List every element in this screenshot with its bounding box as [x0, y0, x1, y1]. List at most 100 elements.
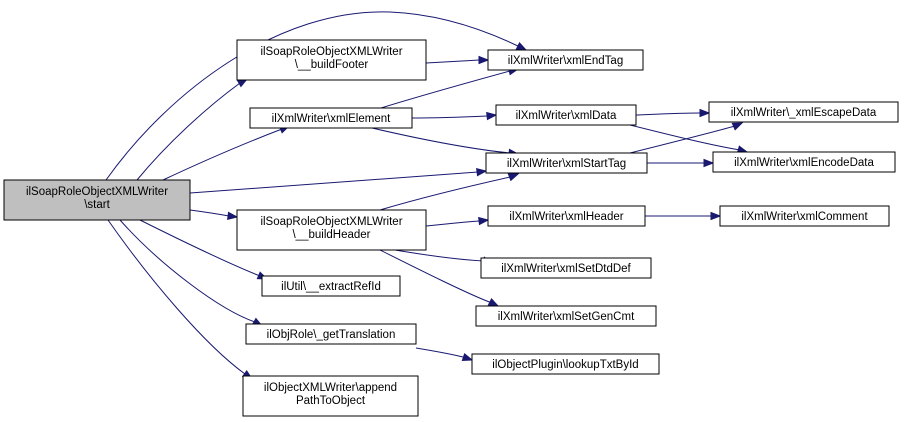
edge-arrowhead: [486, 111, 498, 121]
node-label: ilSoapRoleObjectXMLWriter: [260, 216, 402, 228]
node-xmlElement[interactable]: ilXmlWriter\xmlElement: [249, 107, 413, 129]
node-xmlComment[interactable]: ilXmlWriter\xmlComment: [719, 205, 890, 227]
edge-arrowhead: [507, 173, 520, 182]
node-start[interactable]: ilSoapRoleObjectXMLWriter\start: [3, 179, 191, 221]
edge-buildHeader-to-xmlHeader: [425, 216, 490, 227]
edge-buildHeader-to-xmlSetDtdDef: [394, 249, 494, 265]
node-label: \start: [84, 199, 110, 211]
node-label: ilXmlWriter\xmlEndTag: [508, 55, 623, 67]
node-label: ilObjectPlugin\lookupTxtById: [492, 359, 638, 371]
node-xmlHeader[interactable]: ilXmlWriter\xmlHeader: [487, 205, 646, 227]
nodes-layer: ilSoapRoleObjectXMLWriter\startilSoapRol…: [3, 39, 899, 417]
node-label: ilSoapRoleObjectXMLWriter: [260, 46, 402, 58]
node-getTranslation[interactable]: ilObjRole\_getTranslation: [245, 323, 417, 345]
edge-line: [162, 128, 283, 181]
edge-xmlStartTag-to-encodeData: [647, 158, 715, 168]
node-label: PathToObject: [296, 395, 366, 407]
node-label: ilObjectXMLWriter\append: [264, 382, 397, 394]
edge-line: [635, 112, 701, 116]
node-box: [475, 305, 657, 327]
edge-xmlStartTag-to-escapeData: [629, 122, 744, 154]
node-box: [719, 205, 890, 227]
node-escapeData[interactable]: ilXmlWriter\_xmlEscapeData: [708, 101, 899, 123]
edge-buildHeader-to-xmlStartTag: [379, 173, 520, 211]
node-box: [487, 49, 644, 71]
node-label: ilXmlWriter\xmlSetDtdDef: [501, 263, 631, 275]
node-box: [3, 179, 191, 221]
node-box: [708, 101, 899, 123]
node-label: ilXmlWriter\xmlStartTag: [507, 158, 626, 170]
node-xmlData[interactable]: ilXmlWriter\xmlData: [495, 104, 637, 126]
node-box: [236, 209, 427, 251]
node-box: [480, 257, 652, 279]
edge-line: [136, 82, 241, 181]
node-label: ilSoapRoleObjectXMLWriter: [26, 186, 168, 198]
edge-line: [629, 124, 741, 151]
edge-line: [379, 249, 493, 304]
edge-xmlElement-to-xmlStartTag: [371, 127, 520, 158]
edge-arrowhead: [710, 211, 722, 221]
edge-line: [379, 176, 511, 211]
edge-line: [425, 220, 480, 227]
edge-line: [394, 249, 486, 262]
edge-start-to-xmlStartTag: [189, 167, 488, 194]
edges-layer: [105, 11, 749, 380]
edge-start-to-xmlEndTag: [105, 11, 528, 181]
node-lookupTxtById[interactable]: ilObjectPlugin\lookupTxtById: [471, 353, 660, 375]
node-buildFooter[interactable]: ilSoapRoleObjectXMLWriter\__buildFooter: [236, 39, 427, 81]
node-extractRefId[interactable]: ilUtil\__extractRefId: [261, 275, 401, 297]
node-label: ilObjRole\_getTranslation: [267, 329, 396, 341]
node-box: [236, 39, 427, 81]
edge-xmlElement-to-xmlData: [411, 111, 498, 121]
edge-line: [139, 219, 261, 277]
node-label: ilXmlWriter\xmlData: [516, 110, 617, 122]
edge-arrowhead: [461, 352, 474, 362]
edge-line: [425, 59, 480, 64]
node-label: ilUtil\__extractRefId: [281, 281, 381, 293]
edge-line: [380, 70, 511, 109]
node-box: [471, 353, 660, 375]
edge-getTranslation-to-lookupTxtById: [415, 347, 474, 362]
edge-line: [629, 125, 736, 154]
edge-arrowhead: [487, 297, 500, 307]
edge-line: [189, 209, 230, 217]
node-xmlEndTag[interactable]: ilXmlWriter\xmlEndTag: [487, 49, 644, 71]
edge-buildHeader-to-xmlSetGenCmt: [379, 249, 500, 307]
node-label: \__buildFooter: [295, 59, 369, 71]
edge-start-to-buildFooter: [136, 78, 249, 181]
node-label: ilXmlWriter\xmlElement: [272, 113, 391, 125]
node-box: [249, 107, 413, 129]
node-box: [485, 152, 648, 174]
node-buildHeader[interactable]: ilSoapRoleObjectXMLWriter\__buildHeader: [236, 209, 427, 251]
node-label: \__buildHeader: [292, 229, 370, 241]
edge-line: [415, 347, 464, 358]
edge-buildFooter-to-xmlEndTag: [425, 55, 490, 65]
edge-start-to-appendPath: [107, 219, 254, 380]
node-xmlSetDtdDef[interactable]: ilXmlWriter\xmlSetDtdDef: [480, 257, 652, 279]
edge-line: [119, 219, 256, 323]
edge-line: [371, 127, 511, 154]
node-label: ilXmlWriter\xmlEncodeData: [734, 157, 874, 169]
edge-arrowhead: [731, 122, 744, 131]
edge-line: [105, 11, 521, 181]
edge-xmlHeader-to-xmlComment: [644, 211, 722, 221]
edge-start-to-xmlElement: [162, 125, 291, 181]
edge-arrowhead: [515, 41, 528, 51]
node-label: ilXmlWriter\_xmlEscapeData: [731, 107, 877, 119]
node-label: ilXmlWriter\xmlHeader: [509, 211, 623, 223]
edge-start-to-buildHeader: [189, 209, 239, 221]
edge-line: [189, 171, 479, 194]
node-box: [245, 323, 417, 345]
edge-arrowhead: [478, 216, 490, 226]
node-box: [495, 104, 637, 126]
edge-line: [411, 115, 488, 119]
node-encodeData[interactable]: ilXmlWriter\xmlEncodeData: [712, 151, 896, 173]
node-xmlSetGenCmt[interactable]: ilXmlWriter\xmlSetGenCmt: [475, 305, 657, 327]
edge-arrowhead: [476, 167, 488, 177]
node-xmlStartTag[interactable]: ilXmlWriter\xmlStartTag: [485, 152, 648, 174]
edge-arrowhead: [699, 108, 711, 118]
node-box: [261, 275, 401, 297]
edge-xmlData-to-escapeData: [635, 108, 711, 118]
